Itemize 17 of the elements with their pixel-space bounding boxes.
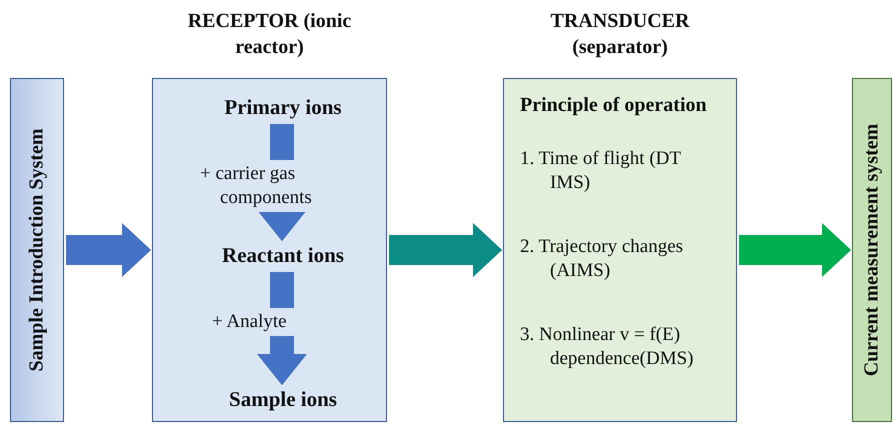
block-arrow — [66, 223, 152, 277]
list-item: 2. Trajectory changes (AIMS) — [520, 235, 684, 284]
list-item: 3. Nonlinear v = f(E) dependence(DMS) — [520, 323, 695, 372]
bar-title: Sample Introduction System — [26, 128, 48, 372]
sample-introduction-bar — [10, 78, 64, 422]
ion-label: Primary ions — [223, 95, 343, 120]
block-arrow — [257, 272, 307, 386]
block-arrow — [389, 223, 502, 277]
ion-label: Reactant ions — [221, 243, 345, 268]
ion-label: Sample ions — [228, 387, 338, 412]
panel-heading: TRANSDUCER (separator) — [550, 9, 691, 60]
section-heading: Principle of operation — [520, 93, 708, 118]
bar-title: Current measurement system — [860, 124, 884, 376]
block-arrow — [739, 223, 852, 277]
current-measurement-bar — [852, 78, 892, 422]
list-item: 1. Time of flight (DT IMS) — [520, 147, 682, 196]
panel-heading: RECEPTOR (ionic reactor) — [186, 9, 352, 60]
